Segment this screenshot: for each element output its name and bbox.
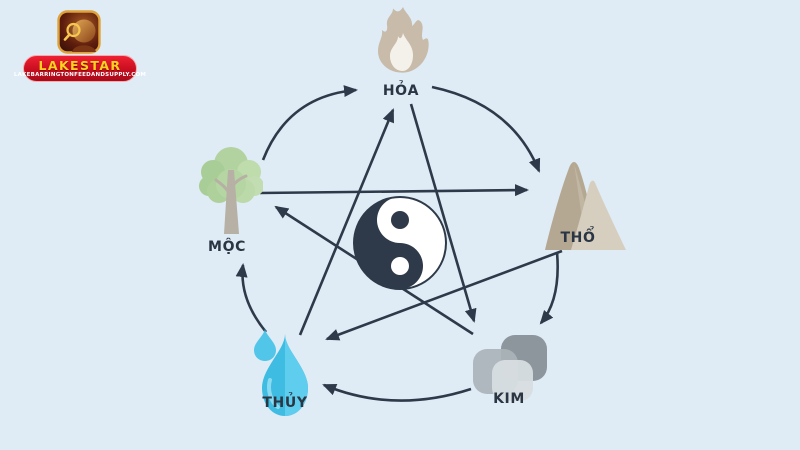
arrow-moc-to-hoa (261, 85, 358, 161)
lakestar-banner[interactable]: LAKESTAR LAKEBARRINGTONFEEDANDSUPPLY.COM (14, 55, 146, 82)
arrow-moc-to-tho (259, 184, 529, 197)
label-moc: MỘC (208, 239, 246, 255)
water-drops-icon (254, 328, 308, 416)
label-hoa: HỎA (382, 83, 420, 99)
tree-icon (199, 147, 263, 234)
arrow-thuy-to-hoa (298, 108, 395, 336)
brand-name: LAKESTAR (38, 57, 122, 73)
brand-website: LAKEBARRINGTONFEEDANDSUPPLY.COM (13, 71, 147, 78)
arrow-hoa-to-tho (431, 85, 541, 173)
arrow-kim-to-thuy (322, 383, 472, 402)
arrow-tho-to-kim (539, 251, 559, 325)
flame-icon (378, 7, 429, 73)
label-thuy: THỦY (262, 395, 308, 411)
mountain-icon (545, 162, 626, 250)
lakestar-logo-icon[interactable] (57, 10, 101, 54)
magnifier-icon (66, 22, 81, 38)
yin-yang-icon (353, 196, 447, 290)
metal-icon (473, 335, 547, 401)
logo-icon-graphic (57, 10, 101, 54)
label-kim: KIM (493, 391, 525, 407)
label-tho: THỔ (560, 230, 596, 246)
arrow-hoa-to-kim (409, 103, 477, 323)
arrow-tho-to-thuy (325, 249, 563, 341)
arrow-thuy-to-moc (235, 263, 268, 333)
